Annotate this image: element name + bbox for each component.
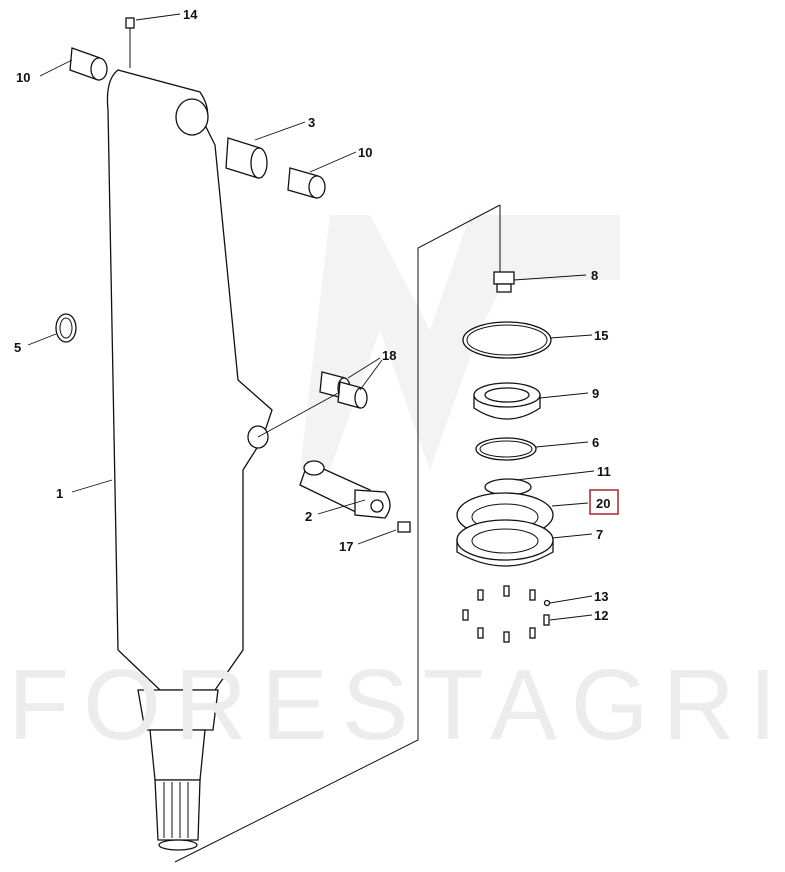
callout-9: 9 [592, 386, 599, 401]
screw-part-17 [397, 521, 411, 533]
callout-2: 2 [305, 509, 312, 524]
ring-part-5 [55, 313, 77, 343]
grease-nipple-part-14 [125, 17, 135, 68]
pin-part-2 [299, 460, 391, 519]
callout-17: 17 [339, 539, 353, 554]
callout-labels: 14 10 3 10 8 15 5 18 9 6 11 20 1 2 7 17 … [14, 7, 619, 623]
bushing-part-10-right [287, 167, 326, 199]
callout-8: 8 [591, 268, 598, 283]
callout-18: 18 [382, 348, 396, 363]
watermark-text: FORESTAGRI [8, 649, 785, 761]
callout-10-right: 10 [358, 145, 372, 160]
bearing-part-9 [473, 382, 541, 420]
boom-arm-part-1 [106, 69, 273, 851]
ring-part-6-inner [479, 440, 533, 458]
flange-part-7 [456, 519, 554, 567]
callout-13: 13 [594, 589, 608, 604]
seal-part-15 [462, 321, 552, 359]
spacers-part-18 [319, 371, 368, 409]
callout-6: 6 [592, 435, 599, 450]
callout-5: 5 [14, 340, 21, 355]
bushing-part-10-top [69, 47, 108, 81]
callout-20: 20 [596, 496, 610, 511]
callout-11: 11 [597, 464, 611, 479]
callout-20-highlight-box [589, 489, 619, 515]
fitting-part-8 [493, 271, 515, 293]
callout-12: 12 [594, 608, 608, 623]
callout-15: 15 [594, 328, 608, 343]
leader-lines [27, 13, 595, 621]
callout-7: 7 [596, 527, 603, 542]
seal-part-15-inner [466, 324, 548, 356]
bolts-part-12-13 [462, 585, 551, 643]
bushing-part-3 [225, 137, 268, 179]
assembly-guide-line [174, 204, 501, 863]
callout-3: 3 [308, 115, 315, 130]
callout-14: 14 [183, 7, 198, 22]
callout-1: 1 [56, 486, 63, 501]
callout-10-top: 10 [16, 70, 30, 85]
ring-part-5-inner [59, 317, 73, 339]
watermark-logo [300, 215, 620, 470]
ring-part-6 [475, 437, 537, 461]
